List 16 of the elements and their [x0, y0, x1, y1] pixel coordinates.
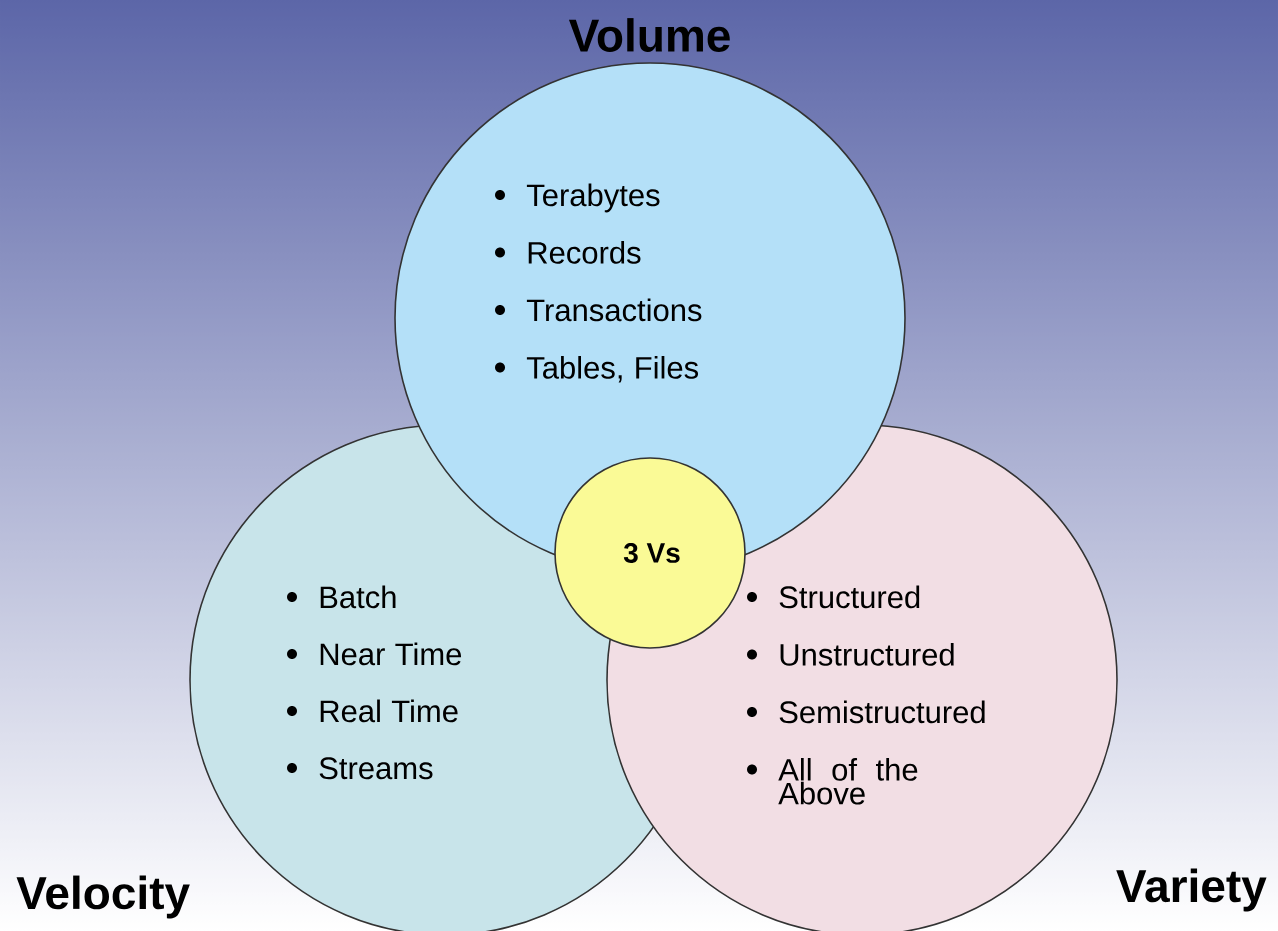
- heading: Velocity: [16, 875, 190, 919]
- list-item: Semistructured: [779, 700, 985, 724]
- list-item: Tables, Files: [526, 356, 699, 383]
- list-item: Near Time: [320, 642, 462, 666]
- heading: Variety: [1116, 868, 1267, 912]
- list-item: Transactions: [526, 298, 702, 322]
- list-item: All of the Above: [778, 758, 918, 805]
- list-item: Real Time: [320, 699, 458, 723]
- list-item: Terabytes: [526, 183, 660, 213]
- list-item: Streams: [319, 757, 433, 780]
- list-item: Records: [528, 241, 641, 264]
- circle-label: 3 Vs: [623, 543, 680, 563]
- list-item: Unstructured: [780, 643, 954, 666]
- list-item: Batch: [320, 585, 396, 609]
- heading: Volume: [568, 18, 730, 52]
- list-item: Structured: [779, 585, 920, 609]
